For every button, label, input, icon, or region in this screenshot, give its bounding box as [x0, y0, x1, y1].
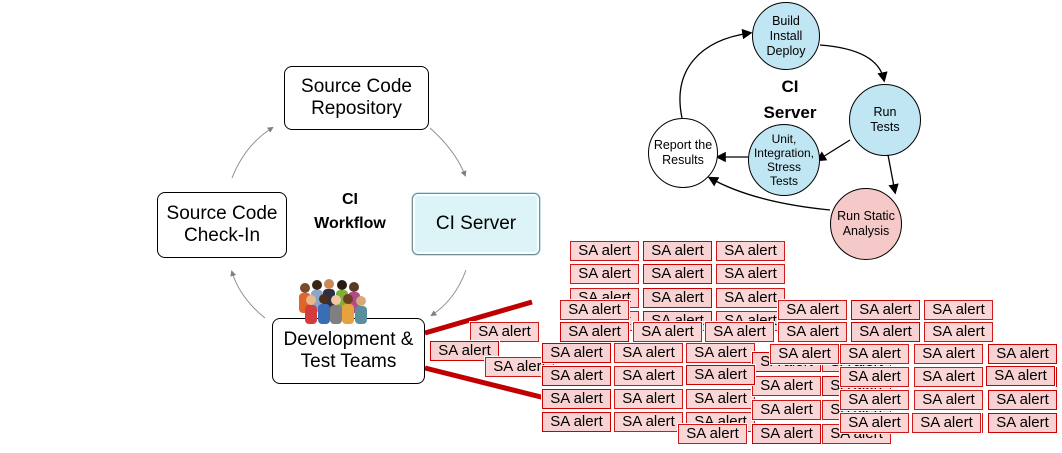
sa-alert-box: SA alert: [469, 321, 540, 343]
sa-alert-box: SA alert: [642, 240, 713, 262]
sa-alert-box: SA alert: [715, 263, 786, 285]
source-code-repository-box: Source Code Repository: [284, 66, 429, 130]
sa-alert-box: SA alert: [541, 411, 612, 433]
sa-alert-box: SA alert: [685, 388, 756, 410]
alert-line-upper: [424, 299, 533, 336]
sa-alert-box: SA alert: [839, 389, 910, 411]
sa-alert-box: SA alert: [923, 321, 994, 343]
unit-integration-stress-tests-node: Unit, Integration, Stress Tests: [748, 124, 820, 196]
sa-alert-box: SA alert: [569, 240, 640, 262]
sa-alert-box: SA alert: [913, 389, 984, 411]
sa-alert-box: SA alert: [839, 343, 910, 365]
development-test-teams-box: Development & Test Teams: [272, 318, 425, 384]
sa-alert-box: SA alert: [569, 263, 640, 285]
alert-line-lower: [424, 365, 546, 401]
sa-alert-box: SA alert: [769, 343, 840, 365]
cycle-arrow-runtests-to-unit: [815, 139, 851, 162]
ci-workflow-label: CI Workflow: [314, 191, 386, 232]
sa-alert-box: SA alert: [751, 375, 822, 397]
run-tests-node: Run Tests: [849, 84, 921, 156]
build-install-deploy-node: Build Install Deploy: [752, 2, 820, 70]
sa-alert-box: SA alert: [850, 321, 921, 343]
sa-alert-box: SA alert: [985, 365, 1056, 387]
sa-alert-box: SA alert: [685, 342, 756, 364]
sa-alert-box: SA alert: [484, 356, 555, 378]
sa-alert-box: SA alert: [613, 365, 684, 387]
sa-alert-box: SA alert: [613, 342, 684, 364]
sa-alert-box: SA alert: [911, 412, 982, 434]
sa-alert-box: SA alert: [913, 366, 984, 388]
cycle-arrow-report-to-build: [679, 28, 753, 119]
sa-alert-box: SA alert: [613, 388, 684, 410]
source-code-checkin-box: Source Code Check-In: [157, 192, 287, 258]
sa-alert-box: SA alert: [541, 365, 612, 387]
sa-alert-box: SA alert: [715, 287, 786, 309]
workflow-arc-checkin-to-repo: [231, 126, 274, 179]
sa-alert-box: SA alert: [642, 263, 713, 285]
sa-alert-box: SA alert: [541, 342, 612, 364]
cycle-arrow-runtests-to-static: [887, 154, 899, 195]
sa-alert-box: SA alert: [642, 287, 713, 309]
sa-alert-box: SA alert: [632, 321, 703, 343]
sa-alert-box: SA alert: [913, 343, 984, 365]
sa-alert-box: SA alert: [850, 299, 921, 321]
sa-alert-box: SA alert: [613, 411, 684, 433]
sa-alert-box: SA alert: [559, 299, 630, 321]
run-static-analysis-node: Run Static Analysis: [830, 188, 902, 260]
sa-alert-box: SA alert: [777, 299, 848, 321]
sa-alert-box: SA alert: [715, 240, 786, 262]
sa-alert-box: SA alert: [677, 423, 748, 445]
ci-server-box: CI Server: [412, 193, 540, 255]
sa-alert-box: SA alert: [987, 412, 1058, 434]
sa-alert-box: SA alert: [751, 399, 822, 421]
sa-alert-box: SA alert: [839, 412, 910, 434]
sa-alert-box: SA alert: [541, 388, 612, 410]
cycle-arrow-build-to-runtests: [819, 44, 888, 83]
ci-server-label: CI Server: [763, 77, 817, 122]
cycle-arrow-static-to-report: [707, 176, 831, 211]
sa-alert-box: SA alert: [777, 321, 848, 343]
workflow-arc-server-to-dev: [430, 269, 467, 317]
sa-alert-box: SA alert: [839, 366, 910, 388]
sa-alert-box: SA alert: [751, 423, 822, 445]
sa-alert-box: SA alert: [704, 321, 775, 343]
sa-alert-box: SA alert: [559, 321, 630, 343]
sa-alert-box: SA alert: [923, 299, 994, 321]
workflow-arc-dev-to-checkin: [230, 270, 266, 319]
report-results-node: Report the Results: [648, 118, 718, 188]
workflow-arc-repo-to-server: [429, 127, 467, 177]
sa-alert-box: SA alert: [685, 364, 756, 386]
sa-alert-box: SA alert: [987, 389, 1058, 411]
sa-alert-box: SA alert: [987, 343, 1058, 365]
sa-alert-box: SA alert: [429, 340, 500, 362]
team-people-icon: [296, 276, 370, 324]
